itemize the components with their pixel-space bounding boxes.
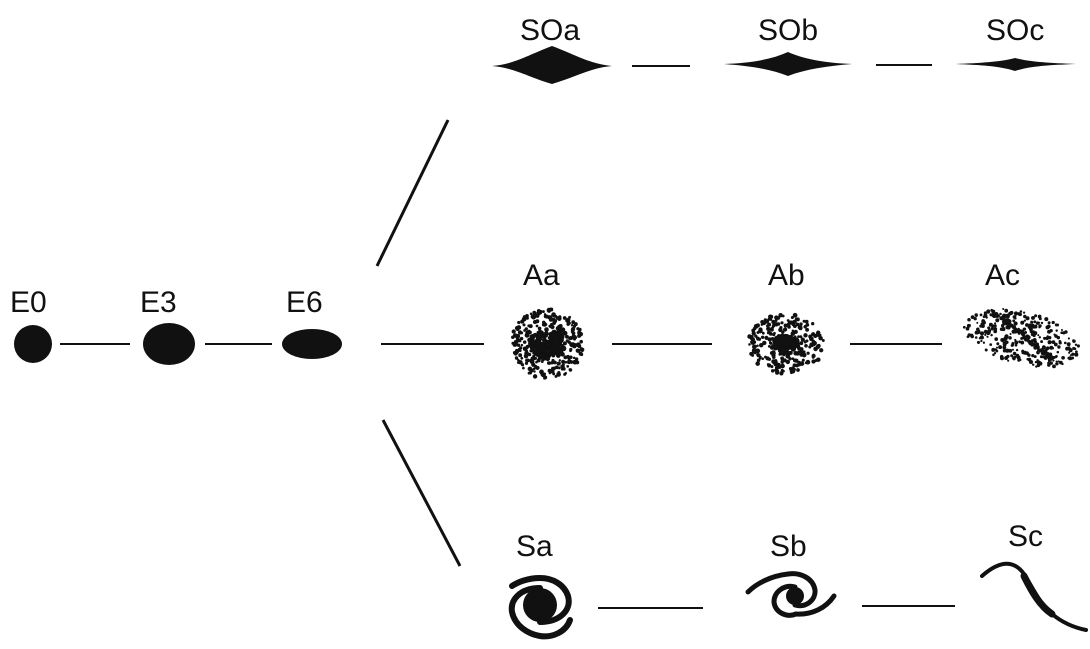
label-Sb: Sb	[770, 530, 807, 563]
galaxy-SOc	[956, 58, 1076, 71]
label-E3: E3	[140, 286, 177, 319]
label-Sc: Sc	[1008, 520, 1043, 553]
label-E0: E0	[10, 286, 47, 319]
galaxy-Sc	[980, 561, 1088, 632]
branch-lower	[381, 419, 462, 567]
label-Ac: Ac	[985, 259, 1020, 292]
label-Aa: Aa	[523, 259, 560, 292]
galaxy-SOa	[492, 46, 612, 84]
galaxy-E0	[14, 325, 52, 363]
label-E6: E6	[286, 286, 323, 319]
label-Ab: Ab	[768, 259, 805, 292]
galaxy-E3	[143, 323, 195, 365]
label-Sa: Sa	[516, 530, 553, 563]
galaxy-Ac	[962, 307, 1080, 369]
label-SOc: SOc	[986, 14, 1044, 47]
galaxy-Aa	[511, 307, 585, 380]
galaxy-Ab	[747, 312, 825, 376]
label-SOa: SOa	[520, 14, 580, 47]
galaxy-Sb	[745, 571, 837, 618]
label-SOb: SOb	[758, 14, 818, 47]
branch-upper	[375, 119, 450, 267]
galaxy-E6	[282, 329, 342, 359]
galaxy-Sa	[508, 574, 573, 640]
galaxy-SOb	[724, 52, 852, 76]
